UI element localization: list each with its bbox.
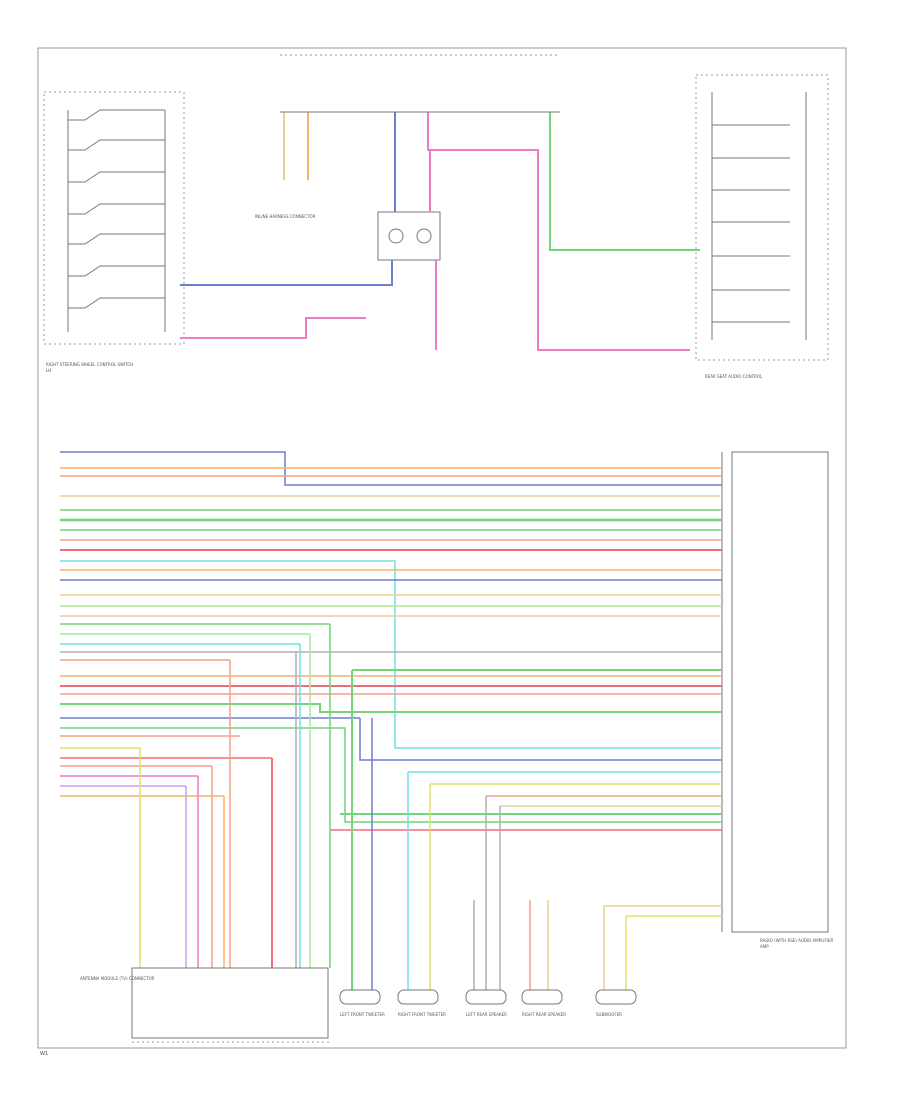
wire-h-10 [60, 560, 722, 749]
antenna-label: ANTENNA MODULE (TV) CONNECTOR [80, 976, 155, 981]
speaker-label: RIGHT FRONT TWEETER [398, 1012, 446, 1017]
wire-h-35 [359, 718, 722, 761]
vertical-drops [139, 624, 627, 990]
wire-blue-top [180, 260, 393, 286]
speaker-right-front-tweeter: RIGHT FRONT TWEETER [397, 989, 446, 1017]
speaker-left-front-tweeter: LEFT FRONT TWEETER [339, 989, 385, 1017]
wire-green-top [549, 112, 700, 251]
top-wiring [180, 111, 700, 351]
speaker-label: LEFT FRONT TWEETER [340, 1012, 385, 1017]
speaker-label: RIGHT REAR SPEAKER [522, 1012, 566, 1017]
center-connector-label: INLINE HARNESS CONNECTOR [255, 214, 316, 219]
speakers: LEFT FRONT TWEETER RIGHT FRONT TWEETER L… [339, 989, 637, 1017]
steering-wheel-control-switch: RIGHT STEERING WHEEL CONTROL SWITCH LH [43, 91, 185, 373]
speaker-left-rear: LEFT REAR SPEAKER [465, 989, 507, 1017]
speaker-label: SUBWOOFER [596, 1012, 622, 1017]
radio-module-label: RADIO (WITH RSE) AUDIO AMPLIFIER [760, 938, 833, 943]
speaker-label: LEFT REAR SPEAKER [466, 1012, 507, 1017]
radio-module-id: AMP [760, 944, 769, 949]
center-connector: INLINE HARNESS CONNECTOR [255, 211, 441, 261]
radio-module: RADIO (WITH RSE) AUDIO AMPLIFIER AMP [721, 451, 833, 949]
switch-contacts [68, 109, 165, 309]
wire-pink-lower [180, 317, 366, 339]
antenna-module: ANTENNA MODULE (TV) CONNECTOR [80, 967, 329, 1039]
steering-wheel-control-id: LH [46, 368, 51, 373]
steering-wheel-control-label: RIGHT STEERING WHEEL CONTROL SWITCH [46, 362, 133, 367]
wire-h-25 [60, 703, 722, 713]
rear-seat-audio-label: REAR SEAT AUDIO CONTROL [705, 374, 763, 379]
figure-code: W1 [40, 1051, 48, 1057]
wire-h-27 [60, 727, 722, 823]
speaker-right-rear: RIGHT REAR SPEAKER [521, 989, 566, 1017]
speaker-subwoofer: SUBWOOFER [595, 989, 637, 1017]
wire-bundle [60, 451, 722, 917]
outer-frame [37, 47, 847, 1049]
rear-seat-audio-control: REAR SEAT AUDIO CONTROL [695, 74, 829, 379]
wire-pink-top [427, 112, 690, 351]
